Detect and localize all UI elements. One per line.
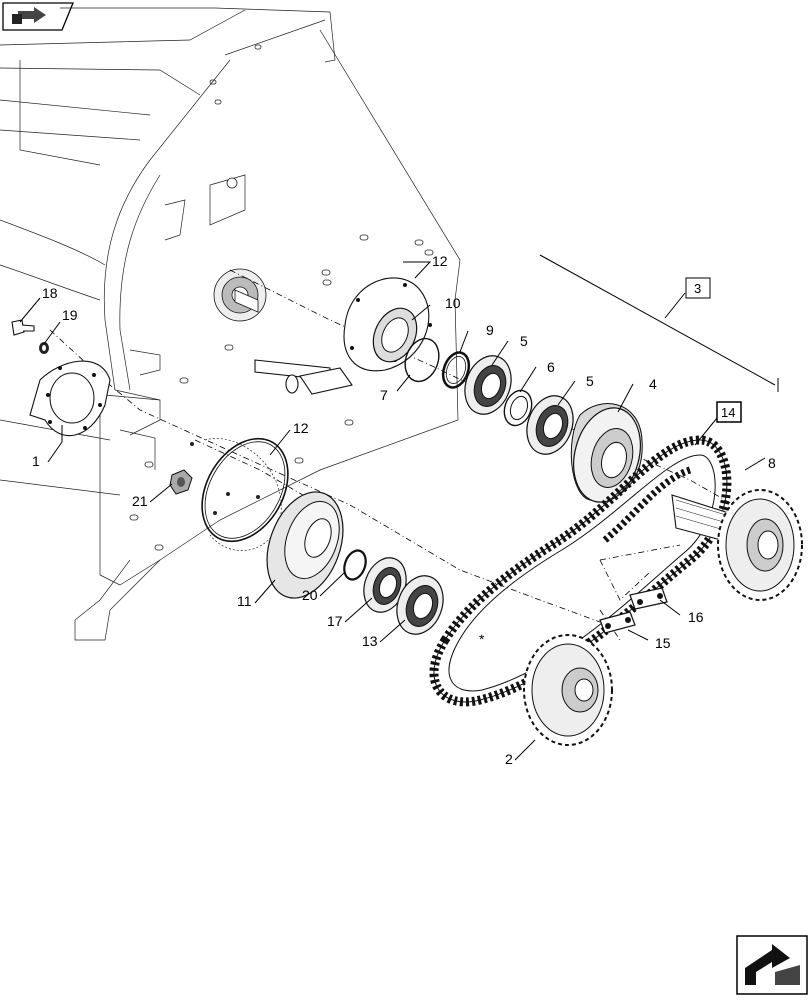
part-20-snap-ring[interactable] bbox=[340, 547, 369, 582]
part-18-bolt[interactable] bbox=[11, 319, 35, 336]
next-page-arrow-icon[interactable] bbox=[736, 935, 808, 995]
callout-7: 7 bbox=[380, 387, 388, 403]
part-11-housing[interactable] bbox=[253, 481, 356, 608]
callout-19: 19 bbox=[62, 307, 78, 323]
callout-11: 11 bbox=[237, 593, 252, 609]
callout-4: 4 bbox=[649, 376, 657, 392]
part-5-bearing-lower[interactable] bbox=[519, 389, 581, 460]
part-1-bearing-plate[interactable] bbox=[29, 360, 111, 437]
part-2-sprocket[interactable] bbox=[523, 634, 613, 746]
callout-21: 21 bbox=[132, 493, 148, 509]
exploded-view-nav-icon[interactable] bbox=[2, 2, 74, 31]
callout-12-lower: 12 bbox=[293, 420, 309, 436]
callout-5-upper: 5 bbox=[520, 333, 528, 349]
callout-1: 1 bbox=[32, 453, 40, 469]
callout-2: 2 bbox=[505, 751, 513, 767]
part-6-spacer[interactable] bbox=[500, 387, 537, 430]
part-19-washer[interactable] bbox=[39, 342, 49, 354]
callout-14: 14 bbox=[721, 405, 735, 420]
part-16-chain-link[interactable] bbox=[629, 587, 668, 610]
callout-14-box: 14 bbox=[716, 401, 742, 423]
part-14-chain[interactable] bbox=[429, 435, 732, 707]
callout-16: 16 bbox=[688, 609, 704, 625]
callout-9: 9 bbox=[486, 322, 494, 338]
callout-15: 15 bbox=[655, 635, 671, 651]
part-9-snap-ring[interactable] bbox=[439, 349, 474, 391]
callout-5-lower: 5 bbox=[586, 373, 594, 389]
machine-frame bbox=[0, 7, 461, 641]
callout-6: 6 bbox=[547, 359, 555, 375]
part-7-circlip[interactable] bbox=[399, 334, 444, 386]
part-12-o-ring-lower[interactable] bbox=[185, 423, 306, 556]
part-5-bearing-upper[interactable] bbox=[457, 349, 519, 420]
callout-3-box: 3 bbox=[685, 277, 711, 299]
part-4-housing[interactable] bbox=[564, 400, 651, 509]
callout-20: 20 bbox=[302, 587, 318, 603]
part-13-bearing[interactable] bbox=[389, 569, 451, 640]
asterisk-mark: * bbox=[479, 631, 485, 647]
leader-lines bbox=[19, 254, 779, 761]
part-8-sprocket[interactable] bbox=[671, 489, 803, 601]
part-21-nut[interactable] bbox=[169, 469, 193, 495]
callout-12-upper: 12 bbox=[432, 253, 448, 269]
callout-18: 18 bbox=[42, 285, 58, 301]
callout-10: 10 bbox=[445, 295, 461, 311]
part-15-chain-link[interactable] bbox=[599, 611, 636, 634]
callout-labels: 18 19 1 21 12 11 20 17 13 2 15 16 12 10 … bbox=[32, 253, 776, 767]
part-10-seal[interactable] bbox=[365, 301, 425, 369]
callout-17: 17 bbox=[327, 613, 343, 629]
part-17-bearing[interactable] bbox=[357, 552, 414, 618]
callout-13: 13 bbox=[362, 633, 378, 649]
callout-8: 8 bbox=[768, 455, 776, 471]
callout-3: 3 bbox=[694, 281, 701, 296]
